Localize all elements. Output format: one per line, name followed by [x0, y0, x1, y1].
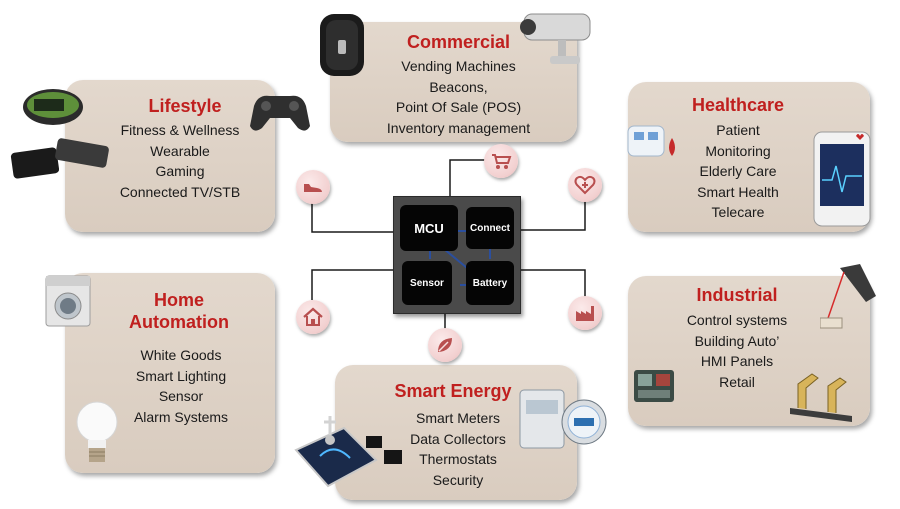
- blood-pressure-monitor-icon: [627, 125, 675, 157]
- card-items-smart-energy: Smart Meters Data Collectors Thermostats…: [383, 408, 533, 490]
- list-item: White Goods: [140, 347, 222, 363]
- list-item: Beacons,: [429, 78, 488, 95]
- list-item: Thermostats: [419, 451, 497, 467]
- list-item: Telecare: [711, 204, 765, 220]
- security-camera-icon: [520, 13, 591, 64]
- shoe-icon: [304, 184, 322, 192]
- battery-block: Battery: [466, 261, 514, 305]
- home-badge: [296, 300, 330, 334]
- list-item: Smart Meters: [415, 410, 500, 426]
- list-item: Connected TV/STB: [119, 183, 241, 200]
- list-item: HMI Panels: [700, 353, 774, 369]
- list-item: Retail: [719, 373, 755, 390]
- card-title-commercial: Commercial: [406, 32, 511, 52]
- heart-plus-icon: [574, 175, 596, 195]
- list-item: Data Collectors: [410, 430, 506, 447]
- card-commercial: [330, 22, 577, 142]
- commercial-badge: [484, 144, 518, 178]
- wire-home: [311, 269, 393, 300]
- list-item: Sensor: [158, 388, 204, 404]
- list-item: Smart Lighting: [135, 367, 227, 384]
- list-item: Patient: [716, 122, 760, 138]
- list-item: Monitoring: [705, 142, 771, 159]
- wire-industrial: [519, 269, 586, 300]
- list-item: Smart Health: [697, 183, 779, 200]
- light-bulb-icon: [76, 401, 118, 462]
- wire-commercial: [449, 159, 495, 196]
- smart-meter-icon: [519, 389, 607, 449]
- health-monitor-tablet-icon: [813, 131, 871, 227]
- mcu-block: MCU: [400, 205, 458, 251]
- remote-control-icon: [10, 138, 109, 179]
- list-item: Vending Machines: [401, 58, 516, 74]
- list-item: Control systems: [686, 312, 788, 328]
- list-item: Elderly Care: [699, 163, 777, 179]
- cart-icon: [492, 154, 512, 169]
- leaf-icon: [438, 338, 452, 352]
- card-items-lifestyle: Fitness & Wellness Wearable Gaming Conne…: [100, 120, 260, 202]
- smart-tablet-icon: [294, 416, 378, 488]
- card-items-commercial: Vending Machines Beacons, Point Of Sale …: [330, 56, 577, 138]
- card-items-industrial: Control systems Building Auto’ HMI Panel…: [664, 310, 810, 392]
- card-title-lifestyle: Lifestyle: [148, 96, 222, 116]
- game-controller-icon: [250, 95, 310, 131]
- card-title-healthcare: Healthcare: [691, 95, 785, 115]
- fitness-band-icon: [23, 89, 83, 125]
- robot-arm-conveyor-icon: [790, 373, 852, 422]
- barcode-scanner-icon: [820, 264, 876, 329]
- sensor-block: Sensor: [402, 261, 452, 305]
- beacon-device-icon: [320, 14, 364, 76]
- card-title-industrial: Industrial: [696, 285, 778, 305]
- card-title-home-line1: Home: [153, 290, 204, 310]
- list-item: Security: [432, 471, 484, 488]
- chip-components-icon: [366, 436, 402, 464]
- wire-healthcare: [519, 198, 586, 231]
- factory-icon: [576, 306, 594, 321]
- card-title-home-line2: Automation: [129, 312, 229, 332]
- list-item: Wearable: [150, 142, 210, 159]
- list-item: Inventory management: [386, 119, 531, 136]
- energy-badge: [428, 328, 462, 362]
- industrial-badge: [568, 296, 602, 330]
- card-items-home: White Goods Smart Lighting Sensor Alarm …: [102, 345, 260, 427]
- wire-lifestyle: [311, 192, 393, 233]
- card-items-healthcare: Patient Monitoring Elderly Care Smart He…: [668, 120, 808, 223]
- list-item: Alarm Systems: [133, 408, 229, 425]
- hmi-panel-icon: [634, 370, 674, 402]
- list-item: Point Of Sale (POS): [395, 99, 522, 115]
- mcu-chip: MCU Connect Sensor Battery: [393, 196, 521, 314]
- card-title-smart-energy: Smart Energy: [394, 381, 512, 401]
- house-icon: [303, 307, 323, 326]
- healthcare-badge: [568, 168, 602, 202]
- connect-block: Connect: [466, 207, 514, 249]
- list-item: Building Auto’: [694, 332, 780, 349]
- list-item: Gaming: [155, 163, 205, 179]
- washing-machine-icon: [45, 275, 91, 327]
- lifestyle-badge: [296, 170, 330, 204]
- list-item: Fitness & Wellness: [120, 122, 240, 138]
